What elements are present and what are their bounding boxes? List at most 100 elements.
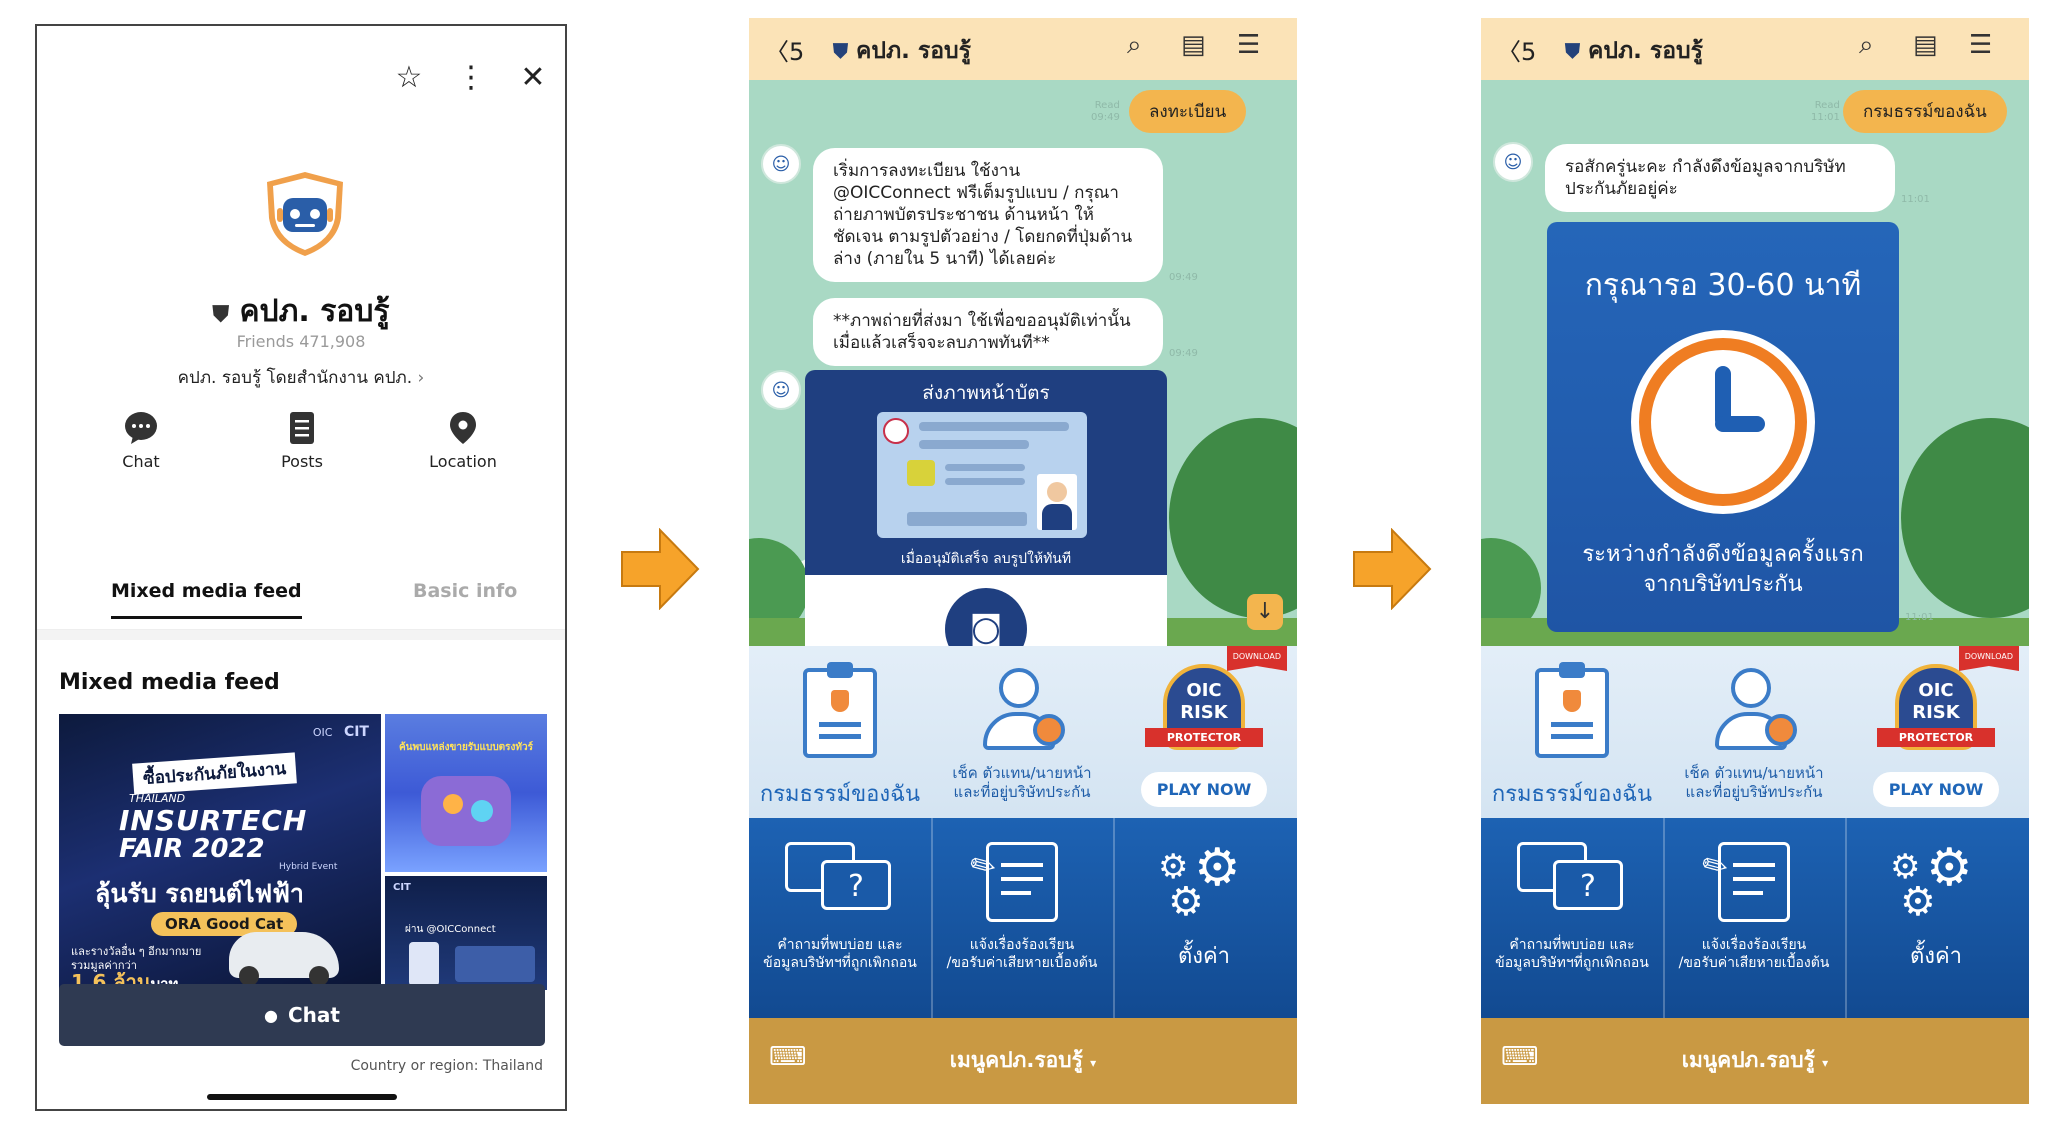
card-photo bbox=[1037, 474, 1077, 530]
menu-faq[interactable]: ? คำถามที่พบบ่อย และ ข้อมูลบริษัทฯที่ถูก… bbox=[749, 842, 931, 972]
menu-complaint-label: แจ้งเรื่องร้องเรียน /ขอรับค่าเสียหายเบื้… bbox=[931, 936, 1113, 972]
logo-text-protector: PROTECTOR bbox=[1145, 728, 1263, 747]
menu-label-line: /ขอรับค่าเสียหายเบื้องต้น bbox=[1678, 955, 1830, 971]
game-characters-image bbox=[421, 776, 511, 846]
back-button[interactable]: 〈5 bbox=[765, 32, 804, 67]
pen-icon: ✎ bbox=[963, 845, 1004, 888]
feed-text-hybrid: Hybrid Event bbox=[279, 862, 338, 872]
menu-divider bbox=[1663, 818, 1665, 1018]
clipboard-clip bbox=[1559, 662, 1585, 678]
feed-small2-logo: CIT bbox=[393, 882, 411, 893]
feed-post-game[interactable]: ค้นพบแหล่งขายรับแบบตรงทัวร์ bbox=[385, 714, 547, 872]
logo-text-risk: RISK bbox=[1180, 702, 1228, 723]
menu-divider bbox=[1845, 818, 1847, 1018]
id-card-upload-card[interactable]: ส่งภาพหน้าบัตร เมื่ออนุมัติเสร็จ ลบรูปให… bbox=[805, 370, 1167, 660]
search-icon[interactable]: ⌕ bbox=[1859, 30, 1874, 60]
menu-label-line: คำถามที่พบบ่อย และ bbox=[1509, 937, 1635, 953]
star-icon[interactable]: ☆ bbox=[395, 60, 423, 95]
feed-post-insurtech[interactable]: OIC CIT ซื้อประกันภัยในงาน THAILAND INSU… bbox=[59, 714, 381, 990]
gear-icon: ⚙ bbox=[1900, 879, 1936, 925]
feed-post-oicconnect[interactable]: CIT ผ่าน @OICConnect bbox=[385, 876, 547, 990]
scroll-down-icon[interactable]: ↓ bbox=[1247, 594, 1283, 630]
robot-icon: ☺ bbox=[1503, 151, 1523, 173]
menu-my-policy[interactable]: กรมธรรม์ของฉัน bbox=[1481, 662, 1663, 811]
menu-complaint[interactable]: ✎ แจ้งเรื่องร้องเรียน /ขอรับค่าเสียหายเบ… bbox=[1663, 842, 1845, 972]
shield-badge-icon: ⛊ bbox=[833, 39, 848, 63]
search-icon[interactable]: ⌕ bbox=[1127, 30, 1142, 60]
agent-check-icon bbox=[977, 668, 1067, 758]
car-wheel bbox=[309, 966, 329, 986]
menu-label-line: /ขอรับค่าเสียหายเบื้องต้น bbox=[946, 955, 1098, 971]
chat-action-label: Chat bbox=[122, 452, 160, 471]
message-line: รอสักครู่นะคะ กำลังดึงข้อมูลจากบริษัท bbox=[1565, 157, 1846, 177]
chat-action[interactable]: Chat bbox=[81, 410, 201, 471]
message-time: 11:01 bbox=[1905, 612, 1934, 623]
menu-risk-protector-game[interactable]: OIC RISK PROTECTOR PLAY NOW bbox=[1845, 660, 2027, 807]
feed-text-insurtech: INSURTECH bbox=[119, 804, 308, 837]
location-action[interactable]: Location bbox=[403, 410, 523, 471]
caret-down-icon: ▾ bbox=[1090, 1056, 1097, 1070]
card-title: ส่งภาพหน้าบัตร bbox=[922, 382, 1050, 404]
caption-line: ระหว่างกำลังดึงข้อมูลครั้งแรก bbox=[1582, 542, 1864, 567]
pen-icon: ✎ bbox=[1695, 845, 1736, 888]
chat-button[interactable]: ● Chat bbox=[59, 984, 545, 1046]
agent-head bbox=[999, 668, 1039, 708]
oic-logo-text: OIC bbox=[312, 726, 333, 739]
chat-title: ⛊ คปภ. รอบรู้ bbox=[833, 33, 971, 69]
unread-count: 5 bbox=[789, 38, 805, 66]
menu-settings[interactable]: ⚙ ⚙ ⚙ ตั้งค่า bbox=[1845, 842, 2027, 973]
chevron-right-icon: › bbox=[417, 368, 425, 388]
menu-label-line: แจ้งเรื่องร้องเรียน bbox=[1701, 937, 1807, 953]
menu-label-line: เช็ค ตัวแทน/นายหน้า bbox=[952, 764, 1092, 782]
tab-mixed-media-feed[interactable]: Mixed media feed bbox=[111, 580, 302, 619]
unread-count: 5 bbox=[1521, 38, 1537, 66]
gear-icon: ⚙ bbox=[1158, 847, 1189, 887]
chat-footer: ⌨ เมนูคปภ.รอบรู้ ▾ bbox=[749, 1018, 1297, 1104]
card-line bbox=[919, 422, 1069, 431]
menu-risk-protector-game[interactable]: OIC RISK PROTECTOR PLAY NOW bbox=[1113, 660, 1295, 807]
menu-icon[interactable]: ☰ bbox=[1969, 30, 1993, 60]
tab-basic-info[interactable]: Basic info bbox=[413, 580, 518, 602]
chat-footer: ⌨ เมนูคปภ.รอบรู้ ▾ bbox=[1481, 1018, 2029, 1104]
keyboard-icon[interactable]: ⌨ bbox=[769, 1042, 807, 1072]
card-line bbox=[945, 464, 1025, 471]
menu-faq-label: คำถามที่พบบ่อย และ ข้อมูลบริษัทฯที่ถูกเพ… bbox=[1481, 936, 1663, 972]
menu-complaint[interactable]: ✎ แจ้งเรื่องร้องเรียน /ขอรับค่าเสียหายเบ… bbox=[931, 842, 1113, 972]
chat-header: 〈5 ⛊ คปภ. รอบรู้ ⌕ ▤ ☰ bbox=[1481, 18, 2029, 80]
rich-menu-toggle[interactable]: เมนูคปภ.รอบรู้ ▾ bbox=[749, 1044, 1297, 1077]
rich-menu-bottom bbox=[1481, 818, 2029, 1018]
menu-faq[interactable]: ? คำถามที่พบบ่อย และ ข้อมูลบริษัทฯที่ถูก… bbox=[1481, 842, 1663, 972]
posts-action[interactable]: Posts bbox=[242, 410, 362, 471]
play-now-button[interactable]: PLAY NOW bbox=[1140, 772, 1268, 807]
risk-protector-logo: OIC RISK PROTECTOR bbox=[1877, 660, 1995, 758]
agent-head bbox=[1731, 668, 1771, 708]
feed-text-value: รวมมูลค่ากว่า bbox=[71, 959, 137, 972]
feed-text-prize: ลุ้นรับ รถยนต์ไฟฟ้า bbox=[95, 879, 304, 908]
play-now-button[interactable]: PLAY NOW bbox=[1872, 772, 2000, 807]
robot-icon: ☺ bbox=[771, 379, 791, 401]
message-line: **ภาพถ่ายที่ส่งมา ใช้เพื่อขออนุมัติเท่าน… bbox=[833, 311, 1131, 331]
more-icon[interactable]: ⋮ bbox=[456, 60, 486, 95]
game-character bbox=[471, 800, 493, 822]
menu-check-agent[interactable]: เช็ค ตัวแทน/นายหน้า และที่อยู่บริษัทประก… bbox=[931, 668, 1113, 802]
menu-divider bbox=[931, 818, 933, 1018]
policy-clipboard-icon bbox=[1535, 662, 1609, 758]
close-icon[interactable]: ✕ bbox=[520, 60, 546, 95]
account-subtitle-link[interactable]: คปภ. รอบรู้ โดยสำนักงาน คปภ. › bbox=[37, 364, 565, 391]
menu-settings[interactable]: ⚙ ⚙ ⚙ ตั้งค่า bbox=[1113, 842, 1295, 973]
keyboard-icon[interactable]: ⌨ bbox=[1501, 1042, 1539, 1072]
menu-my-policy-label: กรมธรรม์ของฉัน bbox=[1491, 782, 1653, 807]
notes-icon[interactable]: ▤ bbox=[1913, 30, 1938, 60]
menu-icon[interactable]: ☰ bbox=[1237, 30, 1261, 60]
menu-check-agent[interactable]: เช็ค ตัวแทน/นายหน้า และที่อยู่บริษัทประก… bbox=[1663, 668, 1845, 802]
clipboard-line bbox=[1001, 891, 1031, 895]
back-button[interactable]: 〈5 bbox=[1497, 32, 1536, 67]
play-now-wrap: PLAY NOW bbox=[1113, 772, 1295, 807]
chat-header: 〈5 ⛊ คปภ. รอบรู้ ⌕ ▤ ☰ bbox=[749, 18, 1297, 80]
notes-icon[interactable]: ▤ bbox=[1181, 30, 1206, 60]
robot-icon: ☺ bbox=[771, 153, 791, 175]
rich-menu-toggle[interactable]: เมนูคปภ.รอบรู้ ▾ bbox=[1481, 1044, 2029, 1077]
chat-panel-register: 〈5 ⛊ คปภ. รอบรู้ ⌕ ▤ ☰ Read 09:49 ลงทะเบ… bbox=[749, 18, 1297, 1104]
menu-check-agent-label: เช็ค ตัวแทน/นายหน้า และที่อยู่บริษัทประก… bbox=[931, 764, 1113, 802]
menu-my-policy[interactable]: กรมธรรม์ของฉัน bbox=[749, 662, 931, 811]
